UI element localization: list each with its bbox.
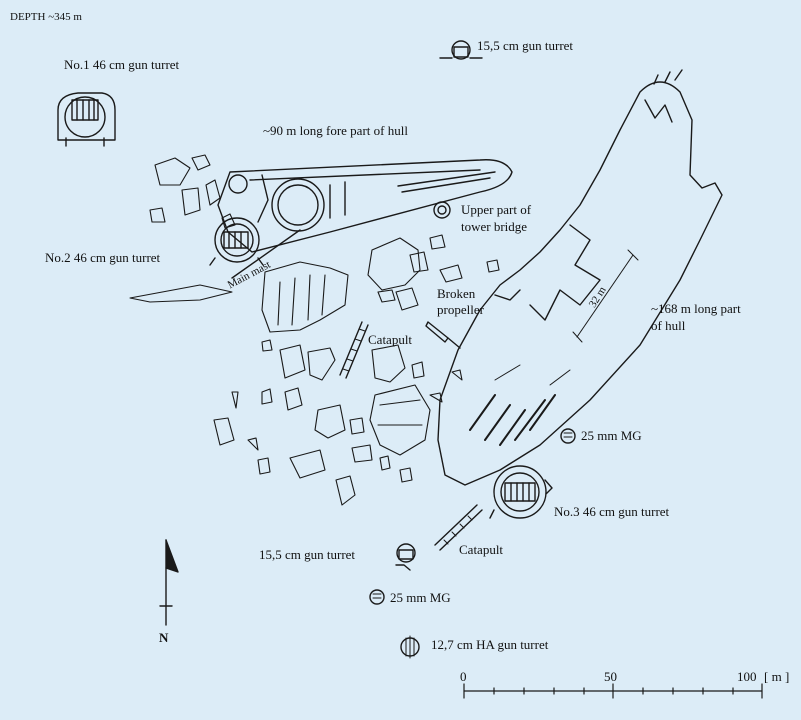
aft-hull-section <box>437 69 723 486</box>
no3-turret-icon <box>489 465 553 519</box>
label-mg-1: 25 mm MG <box>581 428 642 443</box>
catapult-lower <box>434 504 483 551</box>
label-catapult-lower: Catapult <box>459 542 504 557</box>
label-sec-turret-bottom: 15,5 cm gun turret <box>259 547 356 562</box>
label-aft-hull-1: ~168 m long part <box>651 301 741 316</box>
scale-unit: [ m ] <box>764 669 790 684</box>
label-sec-turret-top: 15,5 cm gun turret <box>477 38 574 53</box>
scale-tick-50: 50 <box>604 669 617 684</box>
label-catapult-upper: Catapult <box>368 332 413 347</box>
sec-turret-top-icon <box>439 40 483 60</box>
north-arrow-icon <box>159 539 179 626</box>
debris-field <box>129 154 500 506</box>
mg-icon-1 <box>560 428 576 444</box>
scale-bar <box>463 683 763 699</box>
label-mg-2: 25 mm MG <box>390 590 451 605</box>
main-mast <box>231 229 301 279</box>
tower-bridge-wreck <box>433 201 451 219</box>
label-no2-turret: No.2 46 cm gun turret <box>45 250 161 265</box>
sec-turret-bottom-icon <box>395 543 416 571</box>
label-no1-turret: No.1 46 cm gun turret <box>64 57 180 72</box>
label-fore-hull: ~90 m long fore part of hull <box>263 123 408 138</box>
scale-tick-0: 0 <box>460 669 467 684</box>
no1-turret-icon <box>57 92 116 147</box>
depth-label: DEPTH ~345 m <box>10 11 82 23</box>
label-tower-bridge-2: tower bridge <box>461 219 528 234</box>
label-propeller-2: propeller <box>437 302 484 317</box>
broken-propeller <box>425 321 461 349</box>
label-ha-turret: 12,7 cm HA gun turret <box>431 637 549 652</box>
label-aft-hull-2: of hull <box>651 318 686 333</box>
label-north: N <box>159 630 169 645</box>
label-tower-bridge-1: Upper part of <box>461 202 532 217</box>
mg-icon-2 <box>369 589 385 605</box>
ha-turret-icon <box>400 635 420 659</box>
catapult-upper <box>339 321 369 379</box>
scale-tick-100: 100 <box>737 669 757 684</box>
label-propeller-1: Broken <box>437 286 476 301</box>
label-no3-turret: No.3 46 cm gun turret <box>554 504 670 519</box>
